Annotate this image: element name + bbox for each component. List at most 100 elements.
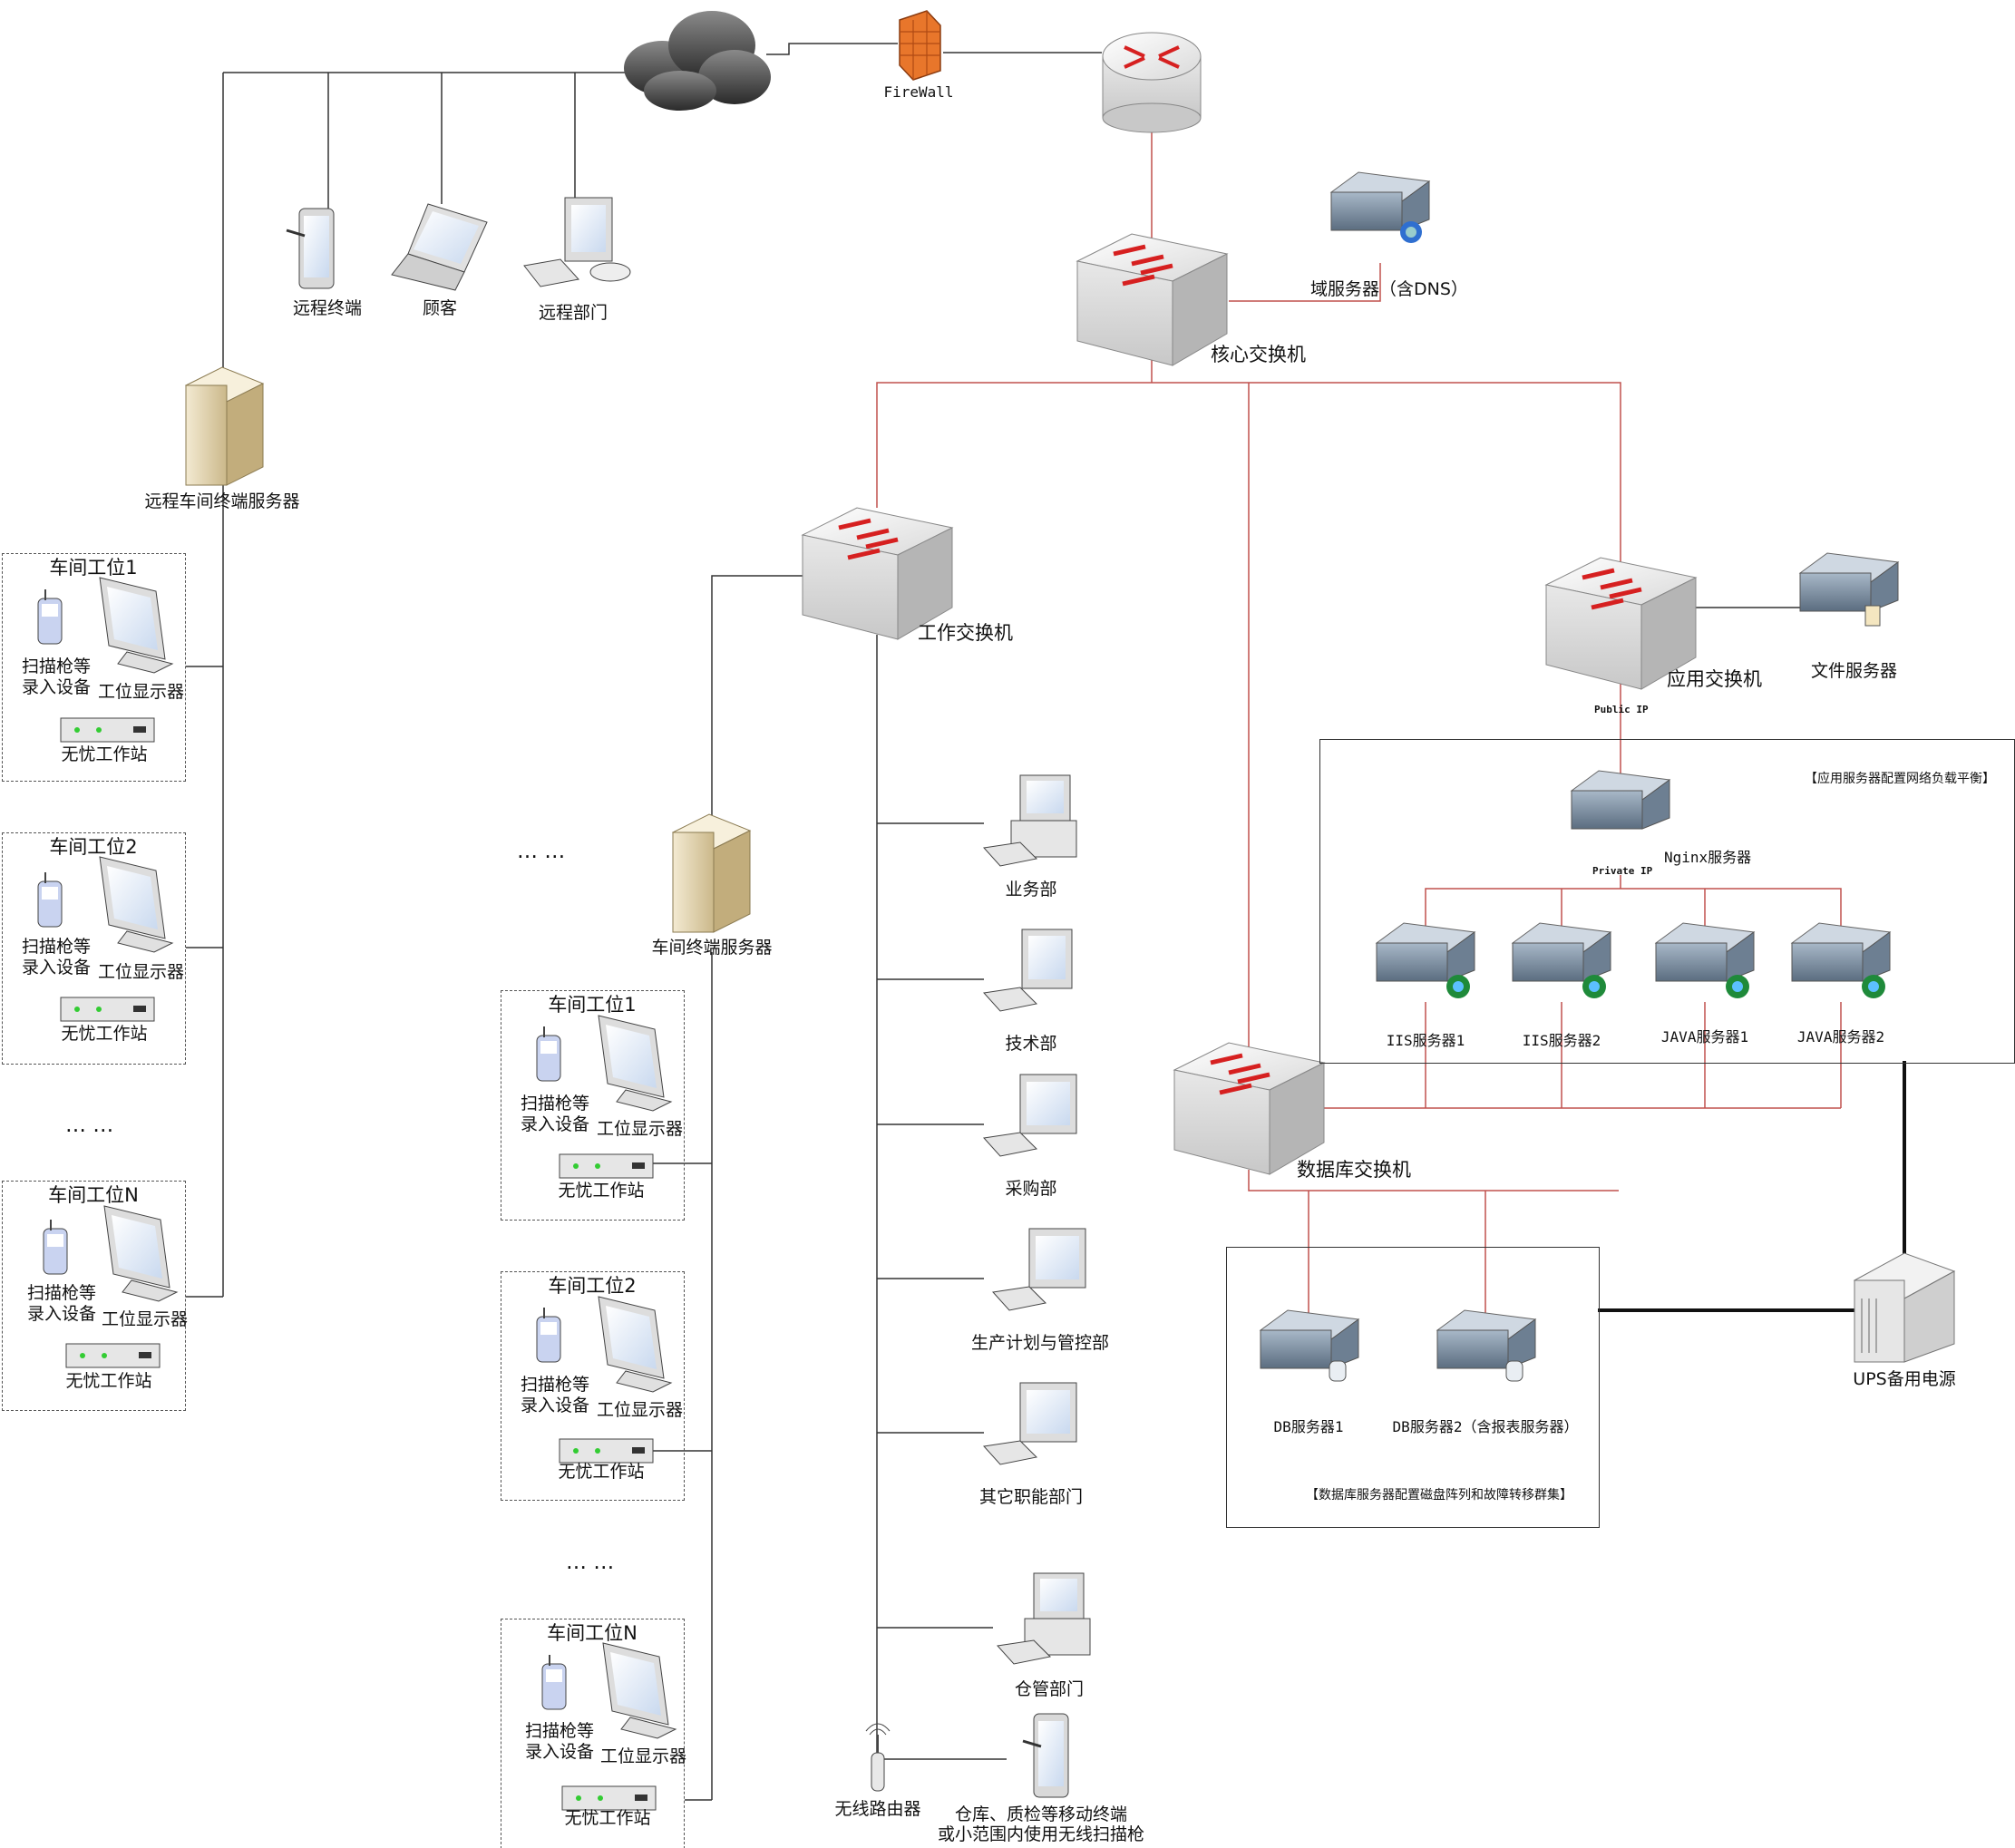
app-cluster-box [1319,739,2015,1064]
core-switch-label: 核心交换机 [1211,344,1306,365]
java-server-1-icon [1654,922,1756,998]
monitor-icon [99,856,174,953]
station-devices [37,577,677,1811]
iis-server-2-label: IIS服务器2 [1522,1032,1601,1049]
work-switch-icon [801,507,954,640]
display-label: 工位显示器 [597,1400,684,1420]
work-station-1-box [501,990,685,1221]
java-server-2-icon [1790,922,1892,998]
db-server-1-label: DB服务器1 [1273,1418,1344,1435]
customer-label: 顾客 [422,298,458,318]
station-title: 车间工位1 [548,994,637,1016]
work-station-n-box [501,1619,685,1848]
file-server-label: 文件服务器 [1811,661,1898,681]
remote-server-tower-icon [184,366,265,486]
workstation-label: 无忧工作站 [61,1024,148,1044]
wireless-router-icon [865,1723,891,1792]
dept-label-sales: 业务部 [1005,880,1057,900]
remote-terminal-label: 远程终端 [292,298,363,318]
scanner-label: 扫描枪等 录入设备 [27,1283,97,1324]
workstation-label: 无忧工作站 [61,744,148,764]
db-switch-label: 数据库交换机 [1297,1159,1411,1181]
desktop-icon [523,197,631,287]
dept-label-purchase: 采购部 [1005,1179,1057,1199]
display-label: 工位显示器 [597,1119,684,1139]
work-station-2-box [501,1271,685,1501]
db-server-1-icon [1259,1309,1360,1382]
domain-server-label: 域服务器（含DNS） [1310,279,1468,299]
lb-note: 【应用服务器配置网络负载平衡】 [1805,772,1995,786]
station-title: 车间工位2 [49,836,138,858]
tablet-icon [286,208,335,289]
app-switch-icon [1544,557,1698,690]
nginx-label: Nginx服务器 [1664,849,1752,866]
workstation-label: 无忧工作站 [564,1808,651,1828]
db-server-2-icon [1436,1309,1537,1382]
pc-sales-icon [983,774,1077,867]
monitor-icon [598,1015,673,1112]
station-title: 车间工位2 [548,1275,637,1297]
workstation-unit-icon [65,1343,161,1368]
scanner-label: 扫描枪等 录入设备 [521,1375,590,1415]
firewall-icon [899,10,941,81]
scanner-label: 扫描枪等 录入设备 [521,1094,590,1134]
remote-station-2-box [2,832,186,1065]
router-icon [1102,32,1202,133]
workstation-unit-icon [561,1785,657,1811]
iis-server-2-icon [1511,922,1612,998]
java-server-2-label: JAVA服务器2 [1796,1028,1885,1046]
db-server-2-label: DB服务器2（含报表服务器） [1392,1418,1579,1435]
public-ip-label: Public IP [1594,704,1649,715]
workstation-unit-icon [559,1153,654,1179]
pc-production-icon [992,1228,1086,1311]
monitor-icon [598,1296,673,1393]
mobile-terminal-label: 仓库、质检等移动终端 或小范围内使用无线扫描枪 [937,1804,1145,1844]
remote-station-1-box [2,553,186,782]
remote-department-label: 远程部门 [538,303,608,323]
work-switch-label: 工作交换机 [918,622,1013,644]
pc-purchase-icon [983,1074,1077,1157]
display-label: 工位显示器 [102,1309,189,1329]
iis-server-1-label: IIS服务器1 [1386,1032,1465,1049]
scanner-label: 扫描枪等 录入设备 [525,1721,595,1762]
phone-icon [536,1308,561,1363]
ellipsis: … … [566,1551,615,1574]
firewall-label: FireWall [883,83,954,101]
dept-label-warehouse: 仓管部门 [1014,1679,1085,1699]
station-title: 车间工位1 [49,557,138,579]
phone-icon [37,872,63,928]
wireless-router-label: 无线路由器 [834,1799,921,1819]
pc-warehouse-icon [997,1572,1091,1665]
monitor-icon [99,577,174,674]
scanner-label: 扫描枪等 录入设备 [22,937,92,977]
station-title: 车间工位N [547,1622,638,1644]
workstation-label: 无忧工作站 [558,1462,645,1482]
dept-label-tech: 技术部 [1005,1034,1057,1054]
workshop-server-tower-icon [671,813,752,933]
pc-other-dept-icon [983,1382,1077,1465]
display-label: 工位显示器 [600,1746,687,1766]
nginx-server-icon [1570,770,1671,830]
domain-server-icon [1329,171,1431,243]
workstation-unit-icon [60,997,155,1022]
java-server-1-label: JAVA服务器1 [1660,1028,1749,1046]
workstation-label: 无忧工作站 [65,1371,152,1391]
dept-label-other: 其它职能部门 [978,1487,1084,1507]
station-title: 车间工位N [48,1184,139,1206]
pc-tech-icon [983,929,1073,1012]
db-note: 【数据库服务器配置磁盘阵列和故障转移群集】 [1306,1488,1572,1503]
db-switch-icon [1173,1042,1326,1175]
display-label: 工位显示器 [98,962,185,982]
ellipsis: … … [65,1114,114,1137]
ellipsis: … … [517,840,566,863]
workstation-unit-icon [60,717,155,743]
private-ip-label: Private IP [1592,865,1653,877]
monitor-icon [602,1642,677,1739]
internet-cloud-icon [624,11,771,111]
scanner-label: 扫描枪等 录入设备 [22,657,92,697]
ups-icon [1853,1252,1956,1363]
core-switch-icon [1076,233,1229,366]
remote-server-label: 远程车间终端服务器 [144,491,300,511]
